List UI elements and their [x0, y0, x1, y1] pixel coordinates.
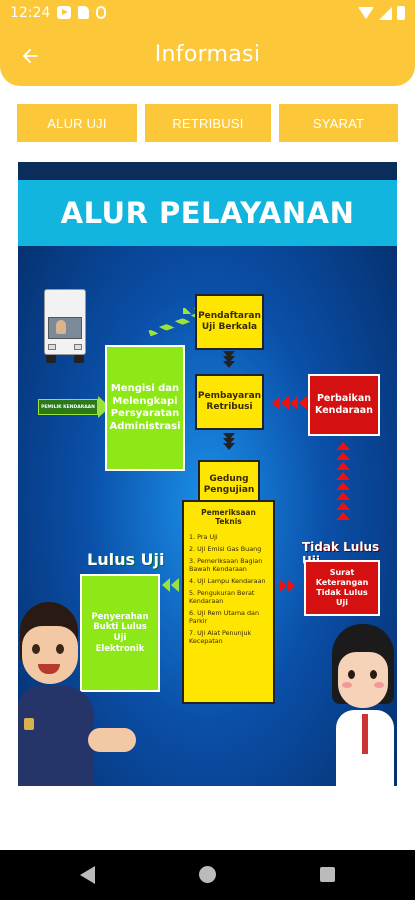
- pass-label: Lulus Uji: [87, 550, 165, 569]
- pass-certificate-box: Penyerahan Bukti Lulus Uji Elektronik: [80, 574, 160, 692]
- vehicle-owner-sign-text: PEMILIK KENDARAAN: [41, 404, 95, 410]
- step-building-text: Gedung Pengujian: [203, 473, 255, 495]
- youtube-icon: [57, 6, 71, 19]
- nav-back-icon[interactable]: [80, 866, 95, 884]
- inspection-item: 7. Uji Alat Penunjuk Kecepatan: [189, 628, 252, 645]
- infographic-title-band: ALUR PELAYANAN: [18, 180, 397, 246]
- arrow-left-green-icon: [162, 578, 179, 592]
- chevron-down-icon: [223, 351, 235, 368]
- signal-icon: [379, 6, 392, 20]
- inspection-item: 3. Pemeriksaan Bagian Bawah Kendaraan: [189, 556, 263, 573]
- connector-stripe: [148, 313, 198, 337]
- sync-icon: [96, 6, 106, 19]
- arrow-right-red-icon: [280, 580, 295, 592]
- step-repair-text: Perbaikan Kendaraan: [315, 393, 373, 416]
- tab-retribusi[interactable]: RETRIBUSI: [145, 104, 271, 142]
- step-vehicle-repair: Perbaikan Kendaraan: [308, 374, 380, 436]
- notification-icons: [57, 6, 106, 19]
- fail-box-text: Surat Keterangan Tidak Lulus Uji: [315, 568, 369, 607]
- inspection-item: 5. Pengukuran Berat Kendaraan: [189, 588, 255, 605]
- page-title: Informasi: [154, 42, 261, 67]
- nav-home-icon[interactable]: [199, 866, 216, 883]
- system-nav-bar: [0, 850, 415, 900]
- chevron-down-icon: [223, 433, 235, 450]
- back-button[interactable]: [16, 42, 44, 70]
- step-payment-text: Pembayaran Retribusi: [197, 390, 262, 412]
- inspection-item: 4. Uji Lampu Kendaraan: [189, 576, 266, 585]
- status-bar: 12:24: [0, 0, 415, 28]
- step-registration-text: Pendaftaran Uji Berkala: [198, 310, 261, 332]
- app-header: 12:24 Informasi: [0, 0, 415, 86]
- step-registration: Pendaftaran Uji Berkala: [195, 294, 264, 350]
- inspection-item: 1. Pra Uji: [189, 532, 218, 541]
- infographic-title: ALUR PELAYANAN: [60, 196, 355, 230]
- tab-bar: ALUR UJI RETRIBUSI SYARAT: [17, 104, 398, 142]
- battery-icon: [397, 6, 405, 20]
- step-fill-text: Mengisi dan Melengkapi Persyaratan Admin…: [109, 383, 181, 432]
- arrow-left-icon: [22, 48, 38, 64]
- system-icons: [358, 6, 405, 20]
- arrow-up-red-icon: [336, 442, 350, 520]
- inspection-item: 6. Uji Rem Utama dan Parkir: [189, 608, 260, 625]
- step-fill-requirements: Mengisi dan Melengkapi Persyaratan Admin…: [105, 345, 185, 471]
- sim-card-icon: [78, 6, 89, 19]
- nav-recents-icon[interactable]: [320, 867, 335, 882]
- status-time: 12:24: [10, 5, 51, 21]
- step-payment: Pembayaran Retribusi: [195, 374, 264, 430]
- arrow-left-red-icon: [272, 396, 307, 410]
- tab-syarat[interactable]: SYARAT: [279, 104, 398, 142]
- tab-alur-uji[interactable]: ALUR UJI: [17, 104, 137, 142]
- connector-stripe: [183, 308, 195, 314]
- vehicle-owner-sign: PEMILIK KENDARAAN: [38, 396, 110, 418]
- inspection-title: Pemeriksaan Teknis: [201, 508, 256, 527]
- pass-box-text: Penyerahan Bukti Lulus Uji Elektronik: [91, 611, 149, 654]
- infographic-top-band: [18, 162, 397, 180]
- technical-inspection-box: Pemeriksaan Teknis 1. Pra Uji 2. Uji Emi…: [182, 500, 275, 704]
- wifi-icon: [358, 7, 374, 19]
- inspection-item: 2. Uji Emisi Gas Buang: [189, 544, 262, 553]
- fail-certificate-box: Surat Keterangan Tidak Lulus Uji: [304, 560, 380, 616]
- service-flow-infographic: ALUR PELAYANAN PEMILIK KENDARAAN Mengisi…: [18, 162, 397, 786]
